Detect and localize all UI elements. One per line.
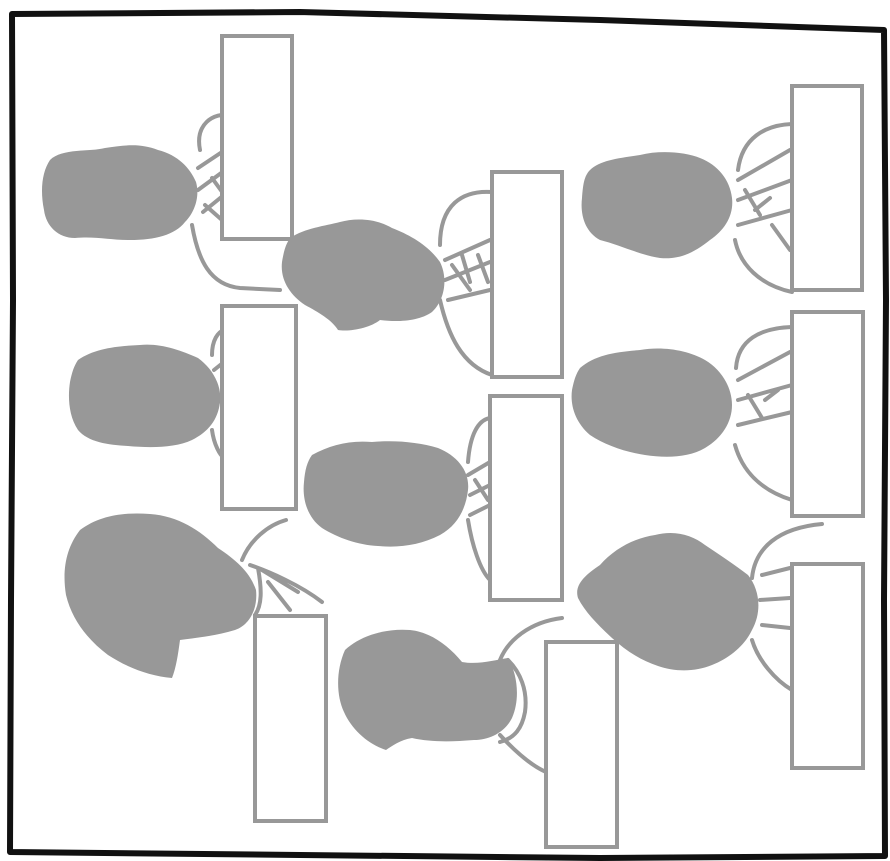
person-1-shoulders	[190, 112, 282, 292]
person-3-shoulders	[733, 122, 794, 294]
label-box-6	[790, 310, 865, 518]
person-4	[68, 304, 298, 511]
person-9	[577, 522, 865, 770]
person-1	[42, 34, 294, 292]
person-5-head-silhouette	[303, 441, 469, 547]
person-4-head-silhouette	[68, 344, 221, 448]
label-box-3	[790, 84, 864, 292]
label-box-1	[220, 34, 294, 241]
picture-frame	[7, 9, 889, 861]
person-4-shoulders	[210, 328, 226, 460]
person-7-shoulders	[240, 518, 324, 617]
label-box-4	[220, 304, 298, 511]
person-2	[281, 170, 564, 379]
person-3	[581, 84, 864, 294]
label-box-8	[544, 640, 619, 849]
person-2-head-silhouette	[281, 219, 445, 331]
person-5-shoulders	[466, 416, 492, 582]
label-box-9	[790, 562, 865, 770]
person-9-head-silhouette	[577, 533, 759, 671]
label-box-2	[490, 170, 564, 379]
label-box-7	[253, 614, 328, 823]
person-5	[303, 394, 564, 602]
label-box-5	[488, 394, 564, 602]
person-7	[64, 513, 328, 823]
person-7-head-silhouette	[64, 513, 257, 678]
person-6-head-silhouette	[571, 348, 732, 457]
person-8-shoulders	[498, 616, 564, 774]
person-8-head-silhouette	[338, 629, 517, 750]
person-3-head-silhouette	[581, 152, 733, 259]
person-9-shoulders	[750, 522, 824, 692]
person-2-shoulders	[438, 189, 494, 377]
person-6-shoulders	[733, 325, 794, 502]
person-8	[338, 616, 619, 849]
person-6	[571, 310, 865, 518]
person-1-head-silhouette	[42, 145, 198, 240]
